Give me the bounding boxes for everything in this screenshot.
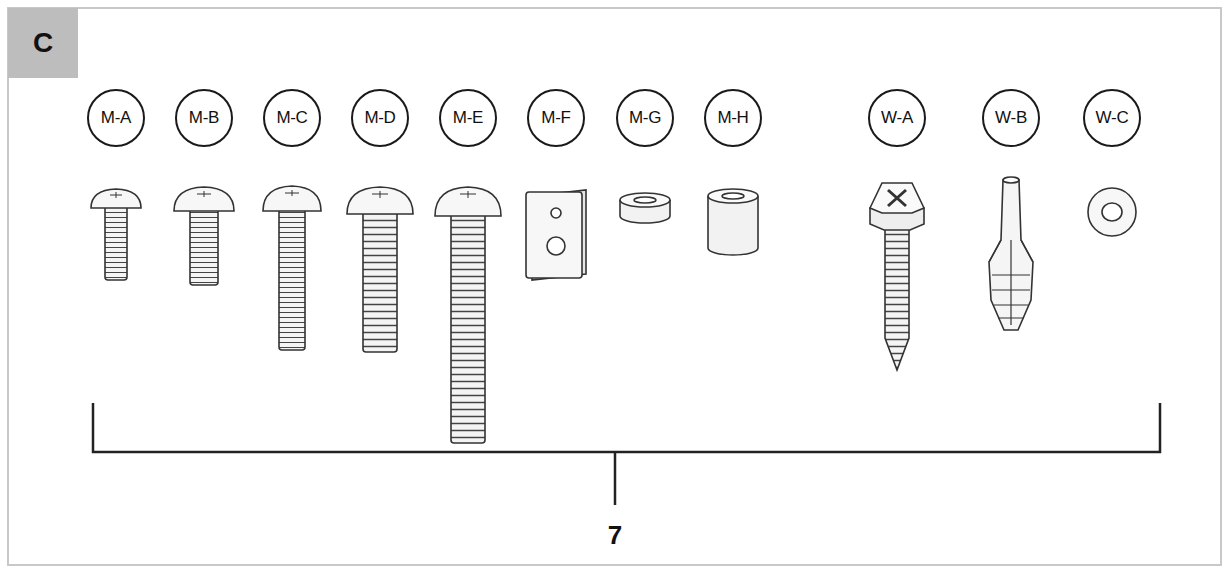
part-code: W-A [881,108,913,128]
part-code: M-H [717,108,748,128]
section-tab: C [8,8,78,78]
part-circle: M-C [263,89,321,147]
part-code: W-C [1096,108,1129,128]
part-code: W-B [995,108,1027,128]
part-circle: W-A [868,89,926,147]
part-code: M-B [189,108,219,128]
part-code: M-G [629,108,661,128]
part-circle: M-H [704,89,762,147]
part-code: M-C [276,108,307,128]
part-code: M-A [101,108,131,128]
callout-number: 7 [608,520,622,551]
part-circle: M-A [87,89,145,147]
section-letter: C [33,27,53,59]
part-circle: M-B [175,89,233,147]
part-code: M-F [541,108,570,128]
part-circle: W-B [982,89,1040,147]
group-bracket [93,403,1160,505]
frame [8,8,1221,565]
part-circle: M-D [351,89,409,147]
part-code: M-E [453,108,483,128]
part-circle: M-G [616,89,674,147]
part-circle: W-C [1083,89,1141,147]
part-circle: M-F [527,89,585,147]
part-circle: M-E [439,89,497,147]
part-code: M-D [364,108,395,128]
